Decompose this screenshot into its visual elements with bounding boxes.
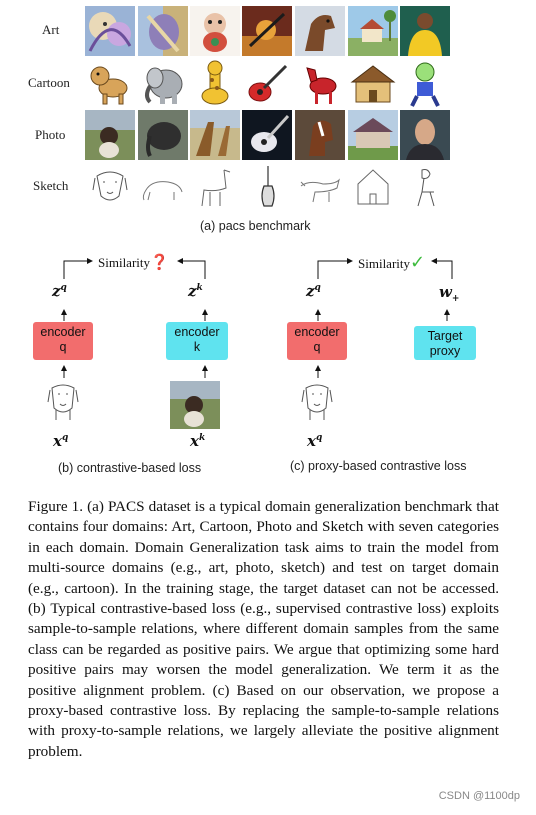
cartoon-dog-image [85,58,135,108]
question-mark-icon: ❓ [150,253,169,271]
similarity-label-b: Similarity❓ [98,253,169,271]
x-q-sup-c: q [315,433,323,443]
similarity-label-c: Similarity✓ [358,252,425,273]
z-k-base: z [188,282,197,300]
sketch-house-image [348,162,398,212]
watermark: CSDN @1100dp [438,790,520,802]
w-sub: + [451,294,460,304]
w-plus-symbol: w+ [439,283,459,304]
similarity-text-c: Similarity [358,256,410,271]
x-k-base: x [190,432,199,450]
cartoon-guitar-image [242,58,292,108]
row-label-cartoon: Cartoon [28,75,70,90]
photo-horse-image [295,110,345,160]
sketch-guitar-image [242,162,292,212]
sketch-elephant-image [138,162,188,212]
subcaption-b: (b) contrastive-based loss [58,461,202,475]
art-dog-image [85,6,135,56]
target-proxy-box: Target proxy [414,326,476,360]
x-q-base-c: x [307,432,316,450]
x-q-symbol-b: xq [53,432,68,450]
x-q-base: x [53,432,62,450]
art-person-image [400,6,450,56]
cartoon-horse-image [295,58,345,108]
photo-giraffe-image [190,110,240,160]
sketch-person-image [400,162,450,212]
cartoon-elephant-image [138,58,188,108]
photo-person-image [400,110,450,160]
encoder-q-box-b: encoder q [33,322,93,360]
encoder-k-box: encoder k [166,322,228,360]
sketch-giraffe-image [190,162,240,212]
row-label-art: Art [42,22,60,37]
photo-dog-image [85,110,135,160]
diagram-arrows [61,258,453,378]
z-q-symbol-b: zq [52,282,67,300]
art-guitar-image [242,6,292,56]
sketch-dog-input-b [46,380,80,422]
figure-caption: Figure 1. (a) PACS dataset is a typical … [28,498,499,760]
art-house-image [348,6,398,56]
z-k-sup: k [196,283,203,293]
cartoon-person-image [400,58,450,108]
cartoon-house-image [348,58,398,108]
subcaption-c: (c) proxy-based contrastive loss [290,459,467,473]
photo-guitar-image [242,110,292,160]
sketch-dog-input-c [300,380,334,422]
z-q-base-c: z [306,282,315,300]
art-giraffe-image [190,6,240,56]
z-k-symbol-b: zk [188,282,203,300]
row-label-photo: Photo [35,127,66,142]
row-label-sketch: Sketch [33,178,69,193]
photo-house-image [348,110,398,160]
x-k-symbol-b: xk [190,432,205,450]
cartoon-giraffe-image [190,58,240,108]
x-q-symbol-c: xq [307,432,322,450]
subcaption-a: (a) pacs benchmark [200,219,311,233]
z-q-symbol-c: zq [306,282,321,300]
check-mark-icon: ✓ [410,252,426,273]
z-q-sup-c: q [314,283,321,293]
x-k-sup: k [198,433,206,443]
photo-dog-input [170,381,220,429]
z-q-sup: q [60,283,67,293]
art-horse-image [295,6,345,56]
sketch-dog-image [85,162,135,212]
x-q-sup: q [61,433,69,443]
similarity-text-b: Similarity [98,255,150,270]
w-base: w [439,283,452,301]
photo-elephant-image [138,110,188,160]
art-elephant-image [138,6,188,56]
z-q-base: z [52,282,61,300]
sketch-horse-image [295,162,345,212]
encoder-q-box-c: encoder q [287,322,347,360]
